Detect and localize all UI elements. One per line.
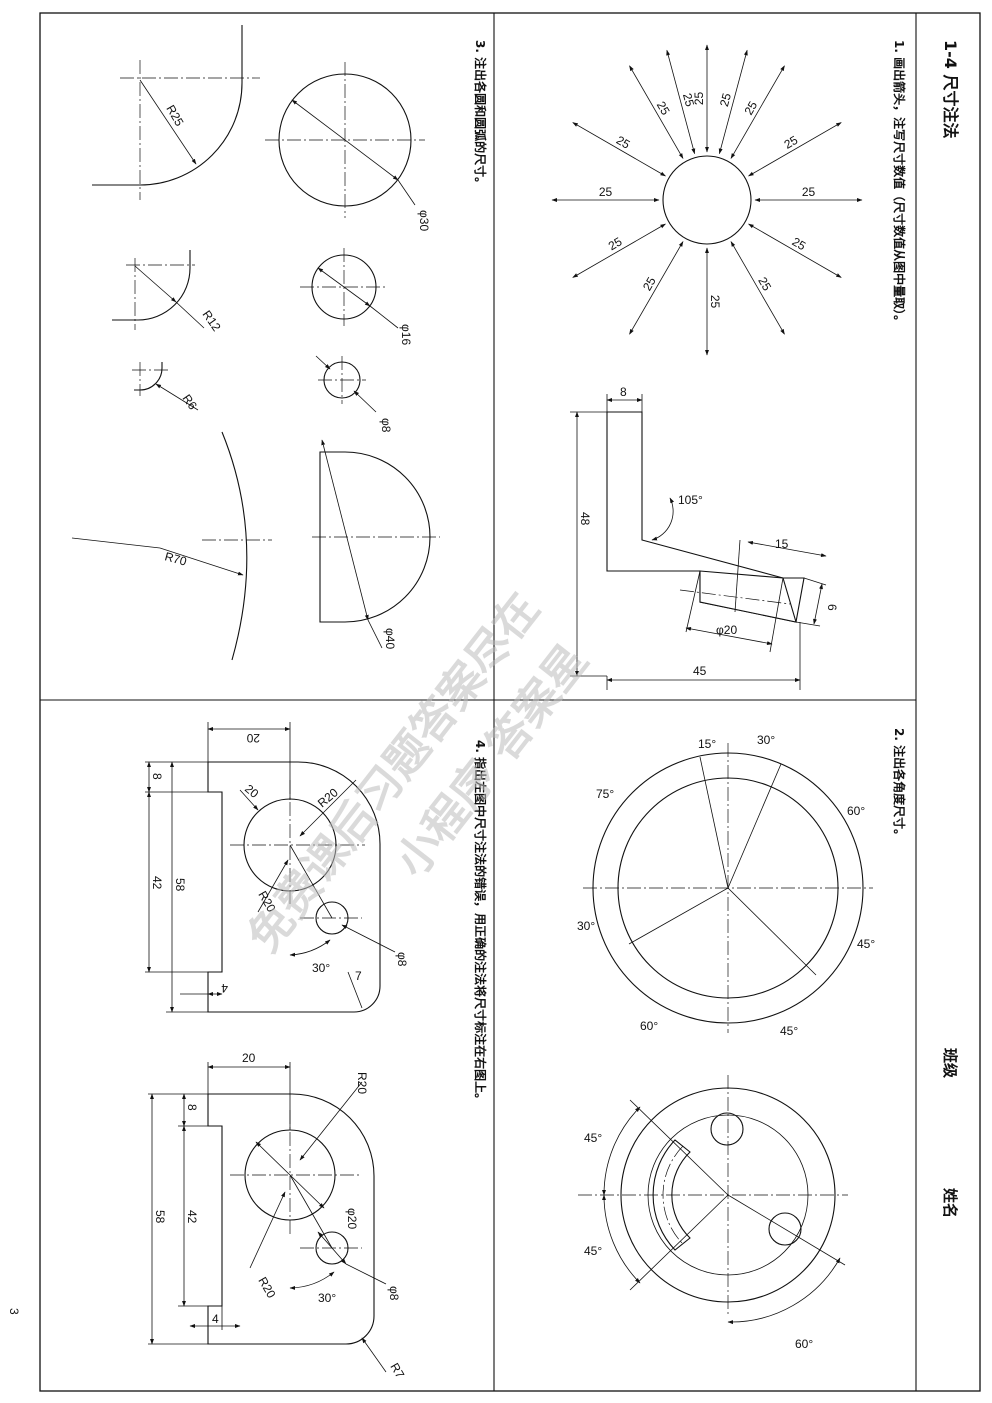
angle-45-bottom: 45° — [780, 1024, 798, 1038]
l-shape-bore — [699, 570, 797, 623]
dim-r70: R70 — [163, 549, 188, 568]
name-label: 姓名 — [941, 1188, 959, 1218]
radial-dim-line — [718, 49, 748, 155]
err-dim-4: 4 — [221, 981, 228, 995]
arc-r25 — [92, 25, 243, 186]
err-dim-8: 8 — [150, 773, 164, 780]
err-dim-20: 20 — [246, 731, 260, 745]
dim-48: 48 — [578, 512, 592, 526]
section-title: 1-4 尺寸注法 — [941, 40, 960, 138]
radial-dim-line — [748, 122, 842, 177]
cor-dim-phi20: φ20 — [345, 1208, 359, 1229]
dim-8: 8 — [620, 385, 627, 399]
cor-dim-20: 20 — [242, 1051, 256, 1065]
dim-r12: R12 — [200, 308, 224, 334]
radial-dim-25: 25 — [640, 274, 659, 293]
cor-dim-8: 8 — [185, 1104, 199, 1111]
dim-45: 45 — [693, 664, 707, 678]
radial-dim-25: 25 — [606, 234, 625, 253]
cor-dim-R20-lower: R20 — [255, 1275, 278, 1301]
radial-dim-25: 25 — [692, 92, 706, 106]
radial-dim-line — [748, 223, 842, 278]
task-1-text: 1. 画出箭头，注写尺寸数值（尺寸数值从图中量取）。 — [892, 40, 907, 327]
l-shape-hatched-body — [606, 411, 805, 623]
error-plate-outline — [207, 761, 381, 1013]
err-dim-58: 58 — [173, 878, 187, 892]
cor-dim-58: 58 — [153, 1210, 167, 1224]
page-frame — [39, 12, 981, 1392]
dim-phi16: φ16 — [399, 324, 413, 345]
class-label: 班级 — [941, 1048, 959, 1079]
err-dim-phi8: φ8 — [395, 952, 409, 967]
radial-dim-25: 25 — [599, 185, 613, 199]
watermark: 免费课后习题答案尽在 小程序 答案星 — [238, 584, 598, 962]
angle-30-left: 30° — [577, 919, 595, 933]
correct-figure: 20 R20 φ20 R20 8 42 58 4 30° φ8 R7 — [148, 1051, 407, 1381]
err-dim-42: 42 — [150, 876, 164, 890]
correct-plate-outline — [207, 1093, 375, 1345]
dim-6: 6 — [825, 604, 839, 611]
radial-dim-25: 25 — [782, 133, 801, 152]
angle-15: 15° — [698, 737, 716, 751]
radial-dim-line — [666, 49, 696, 155]
radial-dim-25: 25 — [755, 275, 774, 294]
angle-75: 75° — [596, 787, 614, 801]
angle-45-upper: 45° — [584, 1131, 602, 1145]
radial-dim-line — [730, 241, 785, 335]
radial-dim-25: 25 — [802, 185, 816, 199]
page-number: 3 — [7, 1308, 21, 1315]
angle-figure-b: 45° 45° 60° — [578, 1075, 848, 1351]
hole-right-b — [768, 1212, 802, 1246]
dim-phi30: φ30 — [417, 210, 431, 231]
center-circle — [662, 155, 752, 245]
angle-60-bottom: 60° — [640, 1019, 658, 1033]
angle-45-lower: 45° — [584, 1244, 602, 1258]
circles-arcs-figure: R25 φ30 R12 φ16 R6 φ8 — [71, 25, 440, 661]
dim-phi40: φ40 — [383, 628, 397, 649]
cor-dim-R7: R7 — [387, 1361, 407, 1382]
dim-105-deg: 105° — [678, 493, 703, 507]
hole-top-b — [710, 1112, 744, 1146]
angle-figure-a: 15° 30° 75° 60° 30° 45° 60° 45° — [577, 733, 875, 1038]
l-shape-section-figure: 8 48 105° 15 6 φ20 45 — [570, 385, 839, 690]
cor-dim-phi8: φ8 — [387, 1286, 401, 1301]
radial-dim-25: 25 — [680, 92, 697, 109]
angle-60-b: 60° — [795, 1337, 813, 1351]
cor-dim-42: 42 — [185, 1210, 199, 1224]
radial-dim-25: 25 — [614, 133, 633, 152]
arc-r12 — [112, 250, 191, 321]
radial-dim-25: 25 — [790, 234, 809, 253]
radial-dim-line — [572, 122, 666, 177]
err-dim-7: 7 — [355, 969, 362, 983]
angle-45-right: 45° — [857, 937, 875, 951]
cor-dim-4: 4 — [212, 1312, 219, 1326]
err-dim-30-deg: 30° — [312, 961, 330, 975]
angle-60-right: 60° — [847, 804, 865, 818]
task-4-text: 4. 指出左图中尺寸注法的错误，用正确的注法将尺寸标注在右图上。 — [473, 740, 488, 1105]
angle-30-top: 30° — [757, 733, 775, 747]
cor-dim-R20-top: R20 — [355, 1072, 369, 1094]
dim-r25: R25 — [163, 103, 186, 129]
radial-dim-line — [572, 223, 666, 278]
dim-phi8: φ8 — [379, 418, 393, 433]
arc-slot-b — [652, 1139, 691, 1251]
dim-phi20: φ20 — [716, 623, 737, 637]
radial-dim-25: 25 — [741, 99, 760, 118]
radial-dim-25: 25 — [654, 99, 673, 118]
dim-15: 15 — [775, 537, 789, 551]
radial-dim-25: 25 — [717, 91, 734, 108]
radial-dim-25: 25 — [708, 295, 722, 309]
err-dim-r20: 20 — [242, 782, 261, 802]
arc-r70 — [221, 431, 248, 661]
arc-r6 — [134, 362, 163, 391]
half-circle-phi40 — [319, 451, 431, 623]
task-3-text: 3. 注出各圆和圆弧的尺寸。 — [473, 40, 488, 189]
radial-dim-line — [629, 241, 684, 335]
cor-dim-30-deg: 30° — [318, 1291, 336, 1305]
task-2-text: 2. 注出各角度尺寸。 — [892, 728, 907, 841]
